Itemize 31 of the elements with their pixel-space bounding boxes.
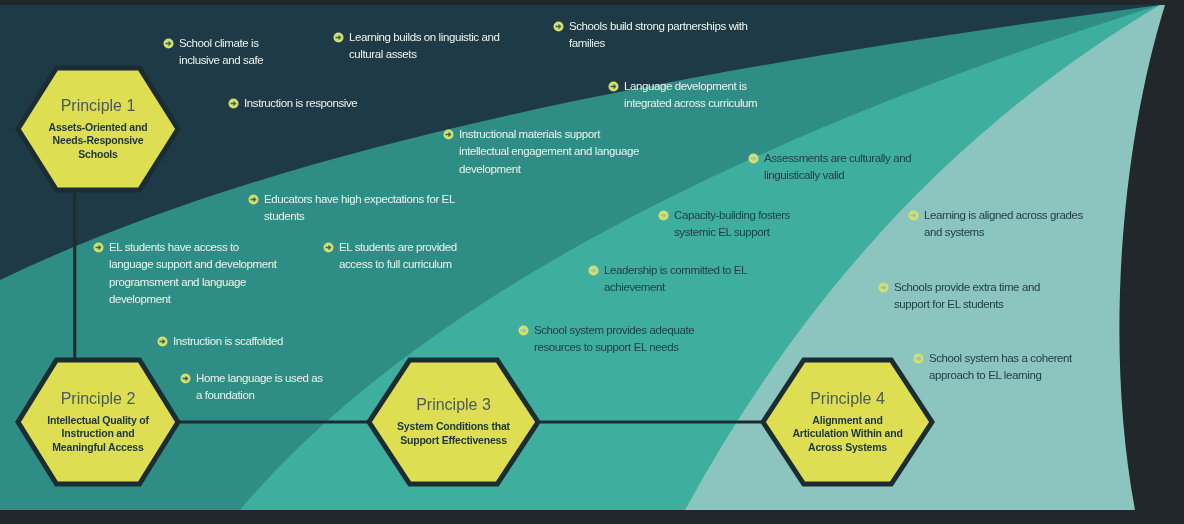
principle-description: Assets-Oriented and Needs-Responsive Schools xyxy=(47,120,149,162)
principle-indicator: Assessments are culturally and linguistically valid xyxy=(764,151,913,184)
principle-indicator: Instruction is responsive xyxy=(244,96,358,111)
principle-indicator: Schools build strong partnerships with families xyxy=(569,19,749,52)
principle-hexagon xyxy=(15,65,181,193)
principle-indicator: Educators have high expectations for EL students xyxy=(264,192,456,225)
principle-indicator: School system has a coherent approach to EL learning xyxy=(929,351,1073,384)
principle-title: Principle 3 xyxy=(416,396,491,415)
principle-indicator: School climate is inclusive and safe xyxy=(179,36,265,69)
principle-indicator: Learning is aligned across grades and systems xyxy=(924,208,1083,241)
principle-indicator: EL students have access to language support and development programsment and language development xyxy=(109,240,278,307)
principle-indicator: Home language is used as a foundation xyxy=(196,371,324,404)
principle-indicator: Learning builds on linguistic and cultural assets xyxy=(349,30,501,63)
principle-title: Principle 4 xyxy=(810,389,885,408)
principle-indicator: Leadership is committed to EL achievement xyxy=(604,263,748,296)
principle-indicator: Capacity-building fosters systemic EL support xyxy=(674,208,791,241)
principle-indicator: Schools provide extra time and support for EL students xyxy=(894,280,1041,313)
principle-description: System Conditions that Support Effectiveness xyxy=(396,420,511,448)
principle-indicator: Instructional materials support intellectual engagement and language development xyxy=(459,127,640,177)
principle-hexagon xyxy=(366,357,541,487)
principle-description: Alignment and Articulation Within and Across Systems xyxy=(791,413,904,455)
connector-line xyxy=(538,420,763,424)
principle-title: Principle 2 xyxy=(60,389,136,408)
principle-description: Intellectual Quality of Instruction and Meaningful Access xyxy=(46,413,150,455)
principle-title: Principle 1 xyxy=(60,96,136,115)
principle-indicator: Instruction is scaffolded xyxy=(173,334,283,349)
connector-line xyxy=(178,420,369,424)
principle-hexagon xyxy=(15,357,181,487)
principle-indicator: EL students are provided access to full curriculum xyxy=(339,240,458,273)
principle-indicator: School system provides adequate resources to support EL needs xyxy=(534,323,696,356)
principle-indicator: Language development is integrated across curriculum xyxy=(624,79,759,112)
